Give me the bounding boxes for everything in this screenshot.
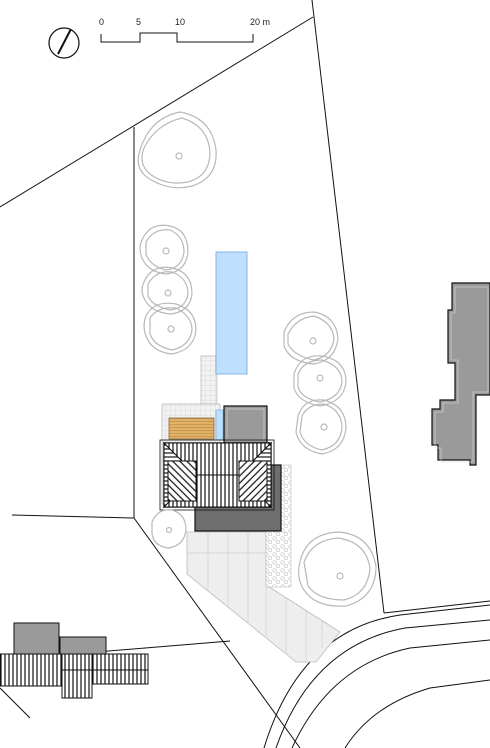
- trees: [137, 111, 377, 607]
- tree: [283, 311, 339, 365]
- scale-label-0: 0: [99, 17, 104, 27]
- pool-basin: [215, 409, 224, 441]
- scale-label-10: 10: [175, 17, 185, 27]
- neighbor-building-east: [431, 282, 490, 466]
- annex-building: [223, 405, 268, 444]
- driveway-paving: [186, 531, 341, 663]
- tree: [137, 111, 217, 189]
- scale-label-20: 20 m: [250, 17, 270, 27]
- tree: [295, 399, 347, 455]
- tree: [143, 302, 197, 355]
- scale-bar: 0 5 10 20 m: [99, 17, 270, 43]
- wooden-deck: [168, 417, 215, 440]
- tree: [151, 509, 187, 549]
- tree: [293, 355, 347, 407]
- north-arrow-icon: [48, 27, 80, 59]
- tree: [139, 224, 189, 275]
- swimming-pool: [215, 251, 248, 375]
- main-house-roof: [159, 439, 275, 511]
- tree: [298, 531, 377, 607]
- garden-steps: [200, 355, 218, 405]
- scale-label-5: 5: [136, 17, 141, 27]
- neighbor-buildings-southwest: [0, 622, 149, 699]
